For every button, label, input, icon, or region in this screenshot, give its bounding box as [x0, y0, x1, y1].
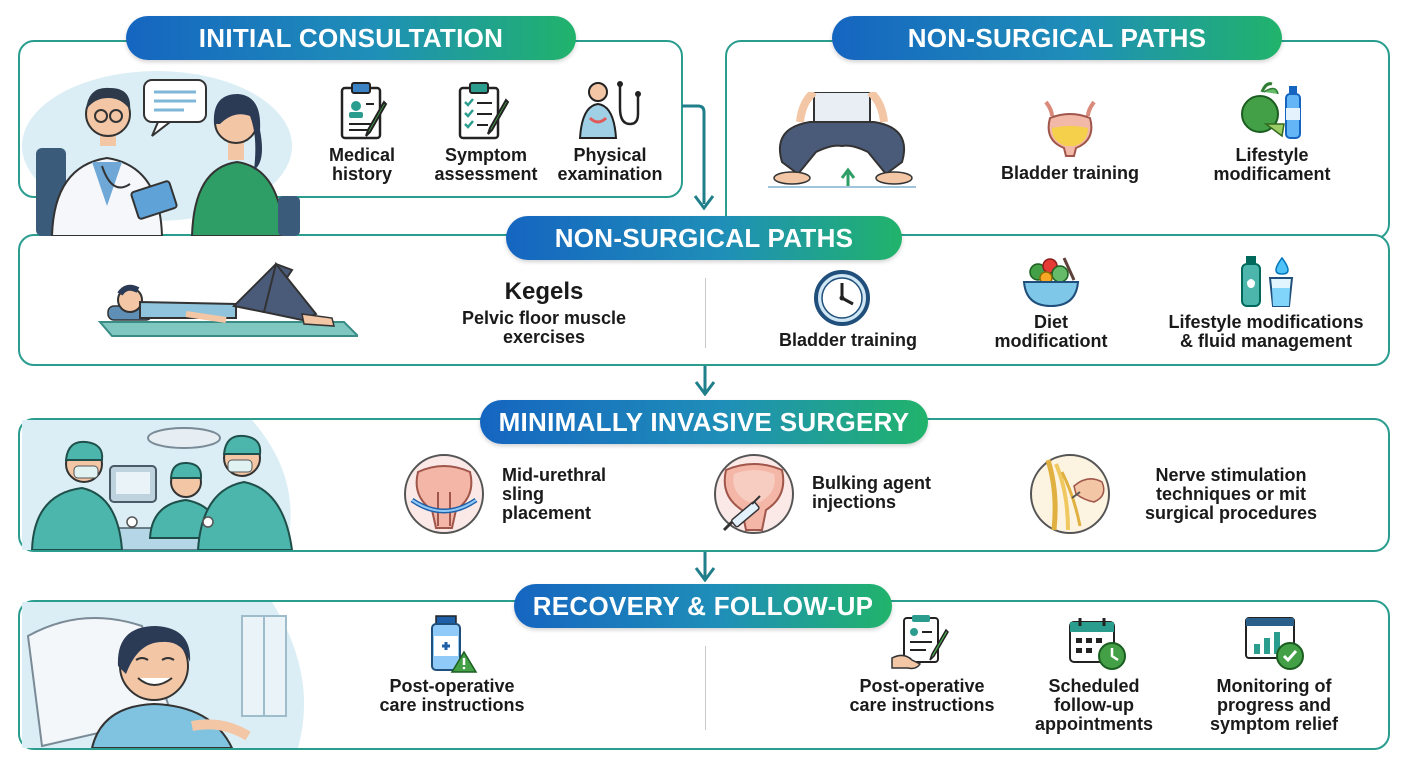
- mid-panel-divider: [705, 278, 706, 348]
- medical-history-label: Medical history: [328, 145, 396, 184]
- nerve-stimulation-label: Nerve stimulation techniques or mit surg…: [1144, 465, 1318, 523]
- recovery-panel-divider: [705, 646, 706, 730]
- apple-bottle-icon: [1241, 82, 1301, 139]
- doctor-patient-illustration: [22, 71, 300, 236]
- post-operative-right-label: Post-operative care instructions: [849, 676, 995, 715]
- symptom-assessment-label: Symptom assessment: [434, 145, 538, 184]
- squat-illustration: [768, 92, 916, 188]
- initial-consultation-title: INITIAL CONSULTATION: [126, 16, 576, 60]
- non-surgical-mid-title: NON-SURGICAL PATHS: [506, 216, 902, 260]
- clock-icon: [814, 270, 870, 326]
- sling-icon: [404, 454, 484, 534]
- monitoring-progress-label: Monitoring of progress and symptom relie…: [1209, 676, 1339, 734]
- physical-examination-label: Physical examination: [557, 145, 663, 184]
- diet-modification-label: Diet modificationt: [994, 312, 1108, 351]
- salad-bowl-icon: [1022, 257, 1080, 308]
- bladder-training-top-label: Bladder training: [1000, 163, 1139, 183]
- stethoscope-icon: [578, 81, 641, 139]
- chart-check-icon: [1245, 617, 1304, 670]
- calendar-clock-icon: [1069, 618, 1126, 670]
- scheduled-follow-up-label: Scheduled follow-up appointments: [1034, 676, 1153, 734]
- water-bottle-icon: [1241, 256, 1294, 307]
- surgeons-illustration: [22, 420, 294, 550]
- lifestyle-fluid-label: Lifestyle modifications & fluid manageme…: [1168, 312, 1364, 351]
- flow-arrow-3: [694, 552, 716, 582]
- injection-icon: [714, 454, 794, 534]
- clipboard-hand-icon: [891, 615, 949, 670]
- kegels-title: Kegels: [504, 278, 584, 305]
- mid-urethral-sling-label: Mid-urethral sling placement: [502, 465, 607, 523]
- clipboard-profile-icon: [340, 82, 388, 140]
- nerve-icon: [1030, 454, 1110, 534]
- patient-in-bed-illustration: [22, 602, 305, 748]
- kegels-description: Pelvic floor muscle exercises: [461, 308, 627, 347]
- lifestyle-modificament-label: Lifestyle modificament: [1213, 145, 1331, 184]
- flow-arrow-2: [694, 366, 716, 396]
- checklist-icon: [458, 82, 510, 140]
- non-surgical-top-title: NON-SURGICAL PATHS: [832, 16, 1282, 60]
- bulking-agent-label: Bulking agent injections: [812, 473, 932, 512]
- recovery-title: RECOVERY & FOLLOW-UP: [514, 584, 892, 628]
- bladder-training-mid-label: Bladder training: [778, 330, 917, 350]
- medicine-bottle-icon: [431, 615, 478, 673]
- post-operative-left-label: Post-operative care instructions: [379, 676, 525, 715]
- kegel-exercise-illustration: [97, 261, 358, 337]
- bladder-icon: [1044, 100, 1096, 157]
- surgery-title: MINIMALLY INVASIVE SURGERY: [480, 400, 928, 444]
- flow-arrow-1: [682, 104, 715, 211]
